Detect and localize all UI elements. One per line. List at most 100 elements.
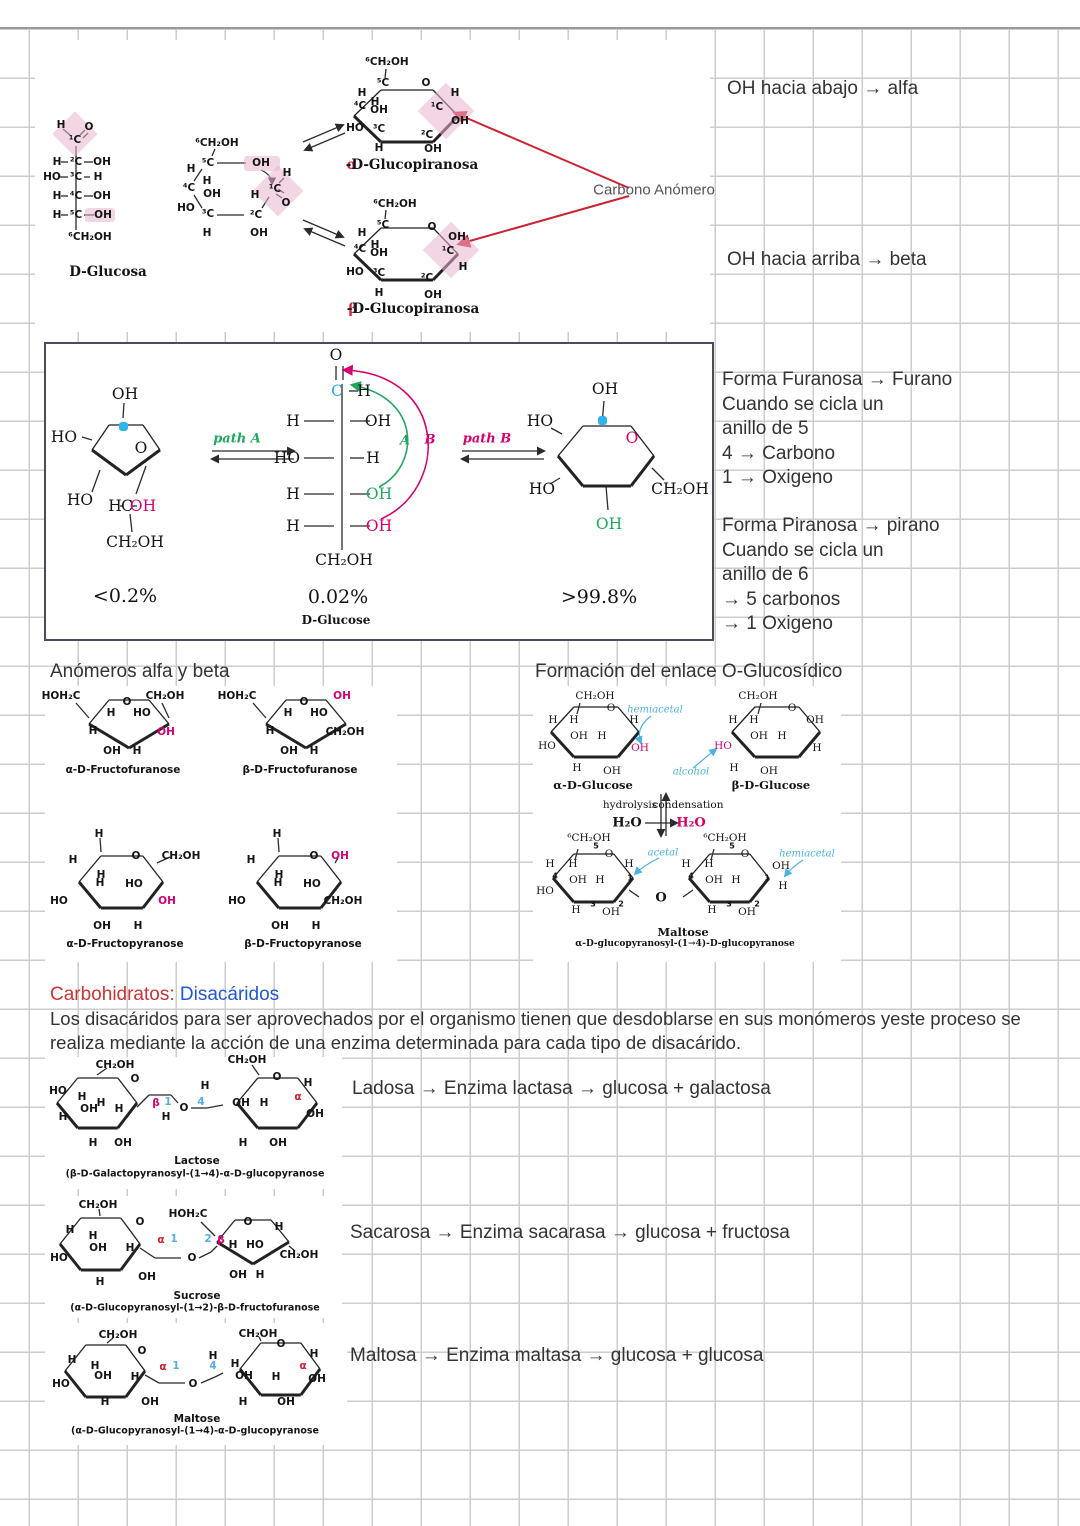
bond-art: [81, 364, 665, 550]
chem-label: O: [309, 849, 319, 862]
chem-label: CH₂OH: [106, 533, 164, 551]
chem-label: OH: [631, 742, 649, 754]
chem-label: CH₂OH: [323, 894, 363, 907]
chem-label: H: [374, 286, 384, 299]
chem-label: -D-Glucopiranosa: [346, 301, 480, 317]
chem-label: ¹C: [441, 244, 455, 257]
chem-label: OH: [232, 1096, 250, 1109]
chem-label: 2: [204, 1232, 212, 1245]
chem-label: CH₂OH: [575, 690, 615, 702]
chem-label: H: [728, 714, 738, 726]
note-line: Forma Furanosa → Furano: [722, 369, 953, 390]
note-line: Cuando se cicla un: [722, 539, 884, 561]
chem-label: HO: [303, 877, 321, 890]
chem-label: H: [450, 86, 460, 99]
chem-label: H: [68, 853, 78, 866]
chem-label: H: [286, 412, 300, 430]
chem-label: HO: [50, 894, 68, 907]
chem-label: ⁶CH₂OH: [373, 197, 417, 210]
chem-label: H: [56, 118, 66, 131]
chem-label: Sucrose: [173, 1290, 221, 1302]
chem-label: H: [370, 95, 380, 108]
chem-label: 1: [170, 1232, 178, 1245]
chem-label: H: [778, 880, 788, 892]
chem-label: -D-Glucopiranosa: [345, 157, 479, 173]
chem-label: O: [122, 695, 132, 708]
chem-label: H: [259, 1096, 269, 1109]
chem-label: H: [186, 162, 196, 175]
chem-label: A: [399, 433, 411, 449]
chem-label: Maltose: [657, 925, 709, 939]
chem-label: O: [188, 1377, 198, 1390]
chem-label: H: [545, 858, 555, 870]
chem-label: O: [281, 196, 291, 209]
chem-label: H: [311, 919, 321, 932]
note-furanose: Forma Furanosa → Furano Cuando se cicla …: [722, 368, 952, 491]
chem-label: OH: [306, 1107, 324, 1120]
chem-label: α-D-glucopyranosyl-(1→4)-D-glucopyranose: [575, 939, 795, 949]
chem-label: O: [243, 1215, 253, 1228]
chem-label: OH: [280, 744, 298, 757]
chem-label: CH₂OH: [78, 1198, 118, 1211]
chem-label: H: [286, 517, 300, 535]
page-top-rule: [0, 27, 1080, 29]
chem-label: D-Glucose: [301, 613, 371, 627]
chem-label: OH: [252, 156, 270, 169]
chem-label: H: [273, 876, 283, 889]
chem-label: H: [238, 1136, 248, 1149]
chem-label: H: [246, 853, 256, 866]
chem-label: HO: [49, 1084, 67, 1097]
chem-label: O: [606, 702, 616, 714]
chem-label: O: [179, 1101, 189, 1114]
chem-label: H: [274, 868, 284, 881]
chem-label: O: [740, 848, 750, 860]
chem-label: hemiacetal: [779, 848, 835, 860]
chem-label: O: [655, 890, 667, 906]
chem-label: H: [366, 449, 380, 467]
chem-label: C: [331, 382, 343, 400]
chem-label: H: [52, 208, 62, 221]
chem-label: CH₂OH: [95, 1058, 135, 1071]
chem-label: H: [729, 762, 739, 774]
chem-label: H: [106, 706, 116, 719]
chem-label: O: [787, 702, 797, 714]
chem-label: OH: [129, 497, 157, 515]
chem-label: O: [427, 220, 437, 233]
bond-art: [55, 1064, 319, 1130]
chem-label: OH: [603, 765, 621, 777]
bond-art: [58, 1208, 296, 1272]
chem-label: H: [90, 1359, 100, 1372]
chem-label: <0.2%: [92, 585, 158, 607]
chem-label: β-D-Fructopyranose: [244, 938, 362, 950]
chem-label: O: [131, 849, 141, 862]
chem-label: OH: [772, 860, 790, 872]
chem-label: H: [370, 238, 380, 251]
chem-label: H: [58, 1110, 68, 1123]
chem-label: HO: [246, 1238, 264, 1251]
note-beta-rule: OH hacia arriba → beta: [727, 249, 927, 270]
chem-label: OH: [331, 849, 349, 862]
lactose-equation: Ladosa → Enzima lactasa → glucosa + gala…: [352, 1078, 771, 1099]
chem-label: OH: [370, 246, 388, 259]
chem-label: H: [208, 1349, 218, 1362]
chem-label: 5: [729, 841, 735, 851]
chem-label: HO: [125, 877, 143, 890]
chem-label: H: [624, 858, 634, 870]
note-line: 4 → Carbono: [722, 442, 836, 464]
chem-label: HO: [66, 491, 94, 509]
chem-label: 4: [688, 871, 694, 881]
chem-label: H: [704, 858, 714, 870]
chem-label: CH₂OH: [227, 1053, 267, 1066]
chem-label: ⁴C: [353, 99, 367, 112]
chem-label: OH: [103, 744, 121, 757]
chem-label: CH₂OH: [325, 725, 365, 738]
chem-label: (α-D-Glucopyranosyl-(1→2)-β-D-fructofura…: [70, 1302, 320, 1314]
chem-label: OH: [235, 1369, 253, 1382]
chem-label: H: [283, 706, 293, 719]
chem-label: O: [84, 120, 94, 133]
chem-label: HOH₂C: [168, 1207, 208, 1220]
chem-label: CH₂OH: [738, 690, 778, 702]
chem-label: OH: [705, 874, 723, 886]
chem-label: ³C: [372, 122, 386, 135]
